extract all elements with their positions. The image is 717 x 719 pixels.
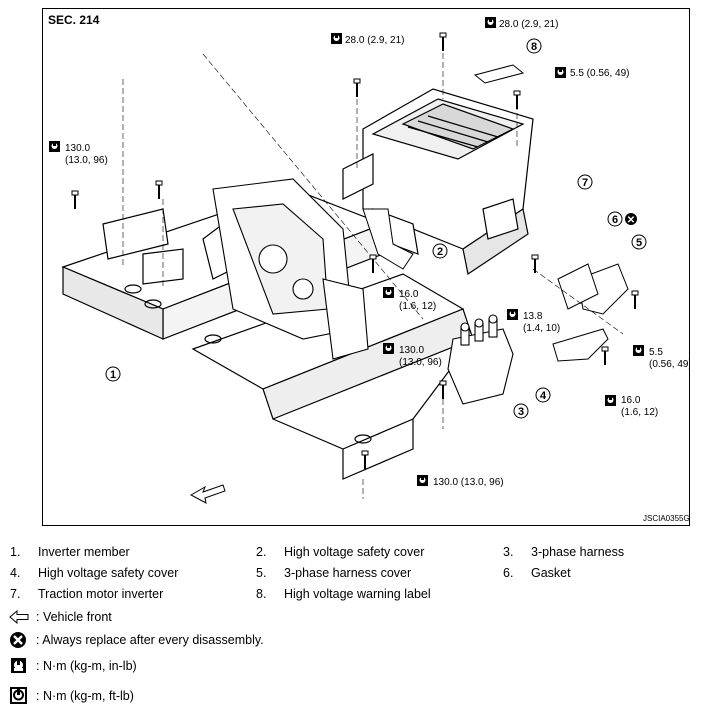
torque-label-9b: (0.56, 49) <box>649 359 689 370</box>
diagram-drawing: SEC. 214 <box>48 13 689 523</box>
callout-8: 8 <box>531 41 537 53</box>
part-1: 1.Inverter member <box>10 545 130 559</box>
torque-ftlb-icon <box>10 687 27 704</box>
callout-1: 1 <box>110 369 116 381</box>
section-label: SEC. 214 <box>48 13 100 27</box>
torque-label-6a: 13.8 <box>523 311 543 322</box>
part-7: 7.Traction motor inverter <box>10 587 164 601</box>
torque-label-2: 28.0 (2.9, 21) <box>345 35 404 46</box>
svg-text:✕: ✕ <box>627 215 635 226</box>
replace-x-icon <box>10 632 26 648</box>
torque-label-4b: (13.0, 96) <box>65 155 108 166</box>
legend-vehicle-front: : Vehicle front <box>8 607 112 627</box>
three-phase-harness-drawing <box>447 314 514 405</box>
torque-label-1: 28.0 (2.9, 21) <box>499 19 558 30</box>
legend-torque-ftlb: : N·m (kg-m, ft-lb) <box>8 686 134 706</box>
callout-3: 3 <box>518 406 524 418</box>
torque-label-9a: 5.5 <box>649 347 663 358</box>
torque-label-8: 130.0 (13.0, 96) <box>433 477 504 488</box>
leader-lines <box>122 44 624 499</box>
part-5: 5.3-phase harness cover <box>256 566 412 580</box>
inverter-drawing <box>342 88 534 275</box>
torque-label-10b: (1.6, 12) <box>621 407 658 418</box>
warning-label-drawing <box>473 64 525 84</box>
exploded-diagram: SEC. 214 <box>42 8 690 526</box>
motor-housing-drawing <box>212 178 369 360</box>
callout-7: 7 <box>582 177 588 189</box>
torque-label-7b: (13.0, 96) <box>399 357 442 368</box>
torque-inlb-icon <box>11 658 26 673</box>
callouts: 1 2 3 4 5 6 ✕ 7 8 <box>105 38 647 419</box>
callout-6: 6 <box>612 214 618 226</box>
torque-label-4a: 130.0 <box>65 143 90 154</box>
arrow-left-icon <box>9 610 29 624</box>
figure-code: JSCIA0355GB <box>643 514 689 523</box>
part-2: 2.High voltage safety cover <box>256 545 425 559</box>
torque-label-5b: (1.6, 12) <box>399 301 436 312</box>
gasket-drawing <box>557 263 599 310</box>
callout-5: 5 <box>636 237 642 249</box>
part-8: 8.High voltage warning label <box>256 587 431 601</box>
torque-label-7a: 130.0 <box>399 345 424 356</box>
safety-cover-2-drawing <box>362 208 414 270</box>
vehicle-front-arrow <box>189 484 226 504</box>
safety-cover-4-drawing <box>552 328 609 362</box>
torque-label-3: 5.5 (0.56, 49) <box>570 68 629 79</box>
callout-2: 2 <box>437 246 443 258</box>
legend-torque-inlb: : N·m (kg-m, in-lb) <box>8 656 137 676</box>
part-4: 4.High voltage safety cover <box>10 566 179 580</box>
part-3: 3.3-phase harness <box>503 545 625 559</box>
callout-4: 4 <box>540 390 547 402</box>
torque-label-10a: 16.0 <box>621 395 641 406</box>
torque-label-5a: 16.0 <box>399 289 419 300</box>
torque-label-6b: (1.4, 10) <box>523 323 560 334</box>
legend-always-replace: : Always replace after every disassembly… <box>8 630 264 650</box>
part-6: 6.Gasket <box>503 566 571 580</box>
